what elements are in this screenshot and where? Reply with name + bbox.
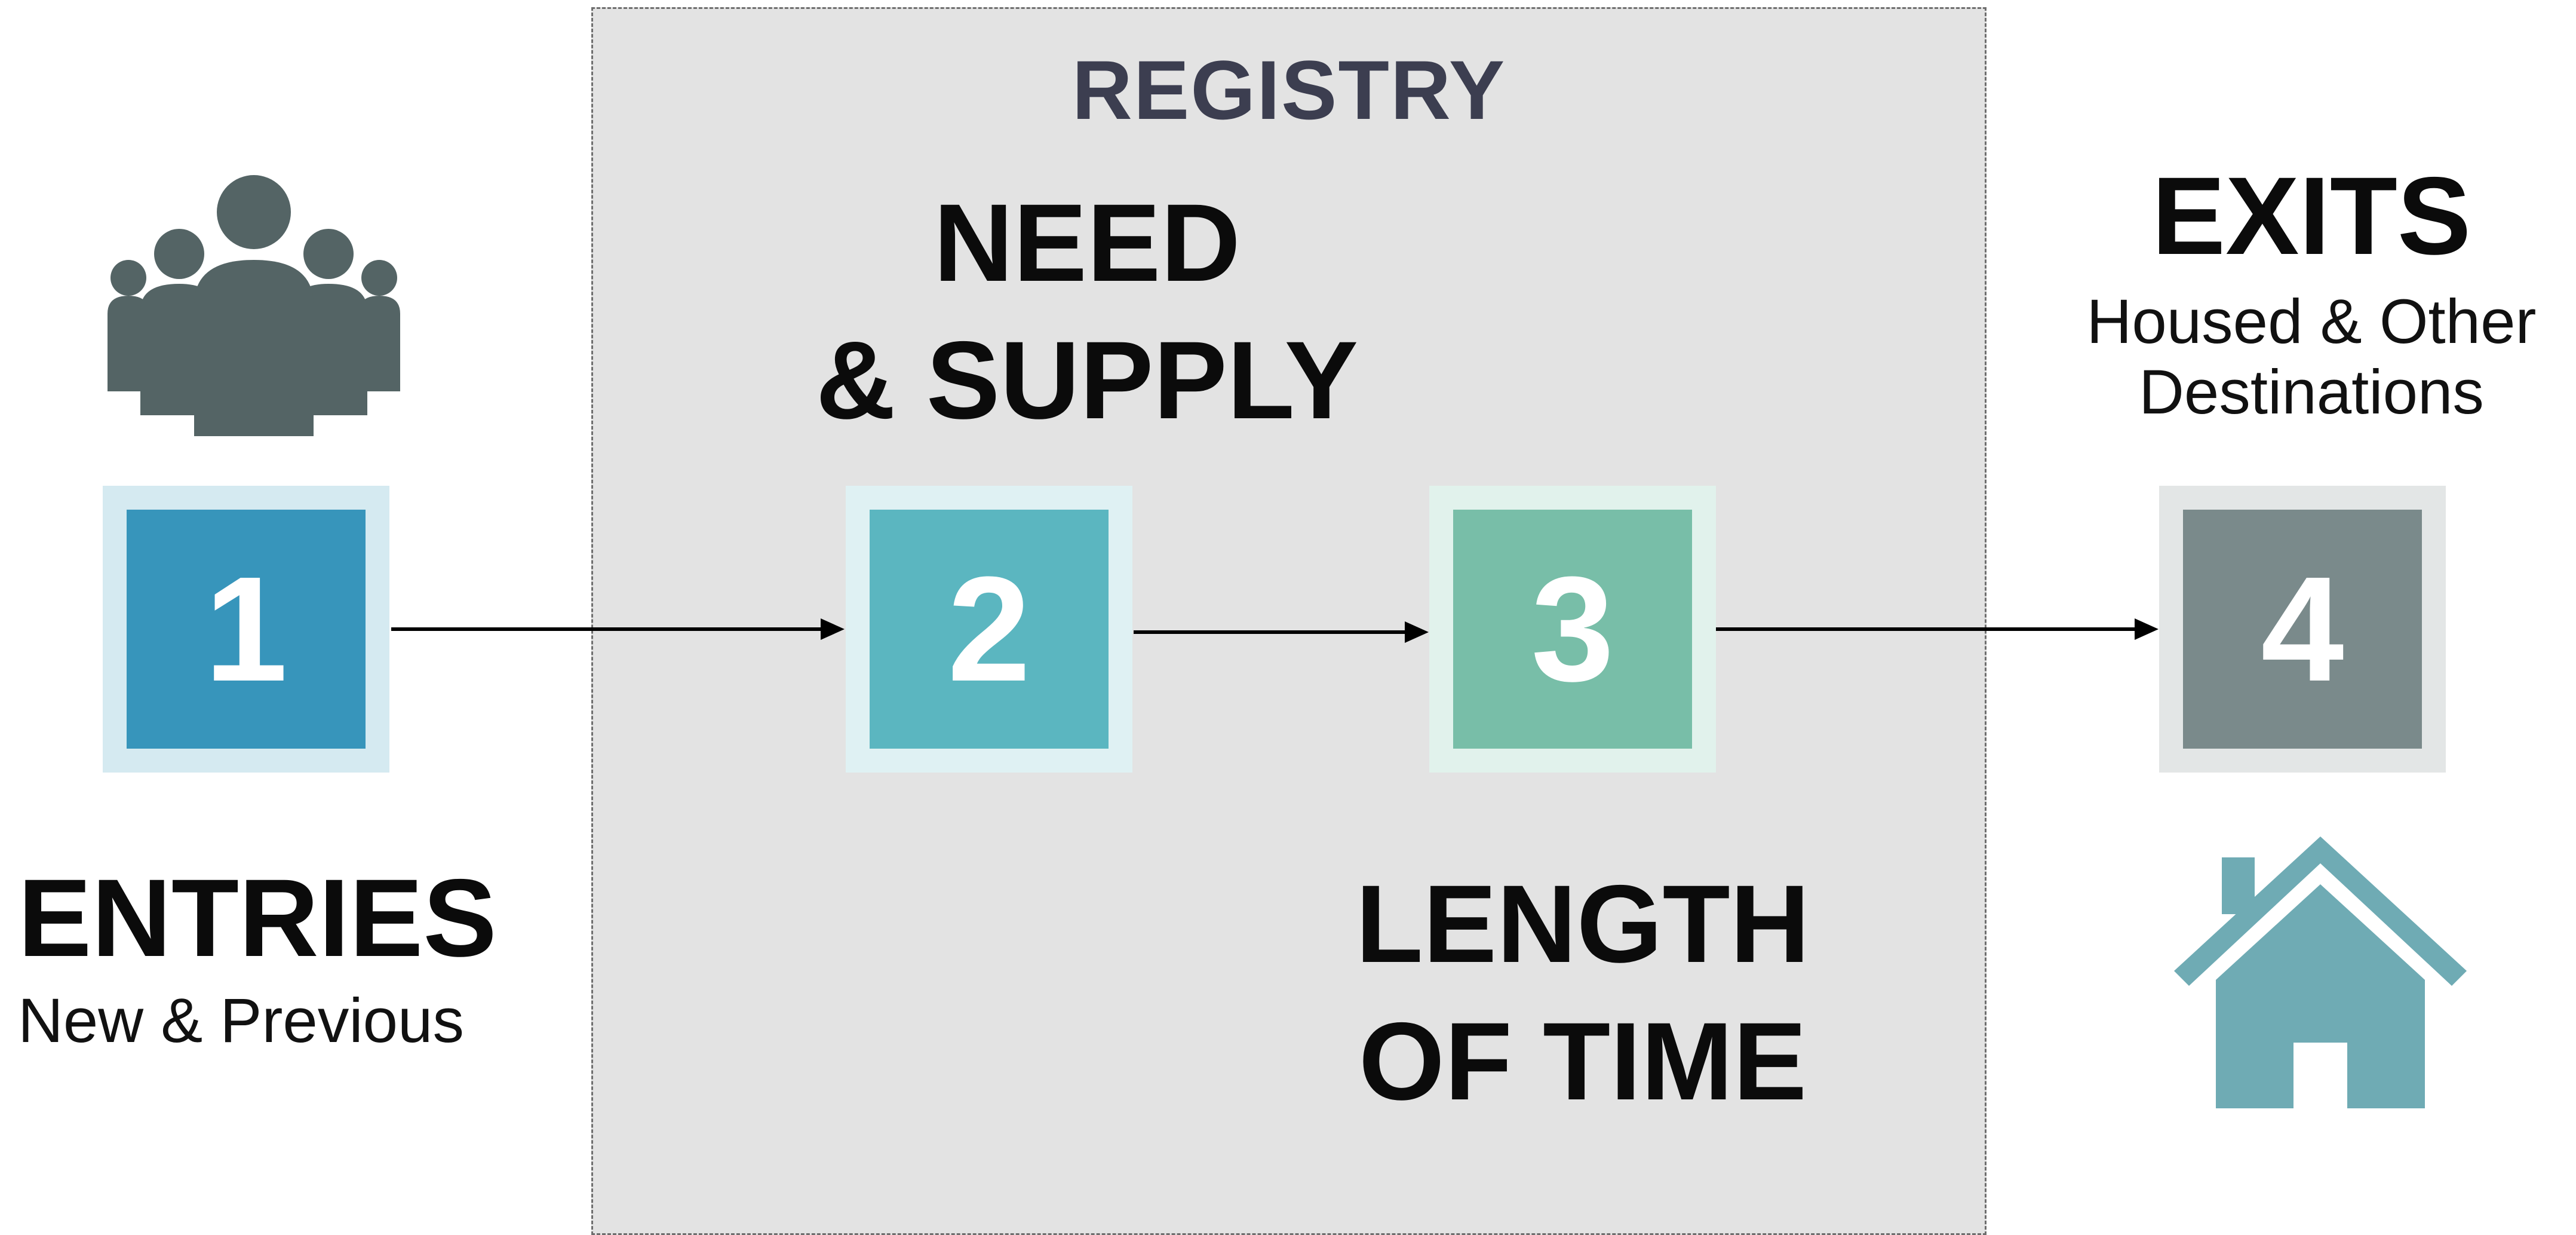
entries-subtitle: New & Previous — [18, 986, 464, 1056]
need-supply-line2: & SUPPLY — [815, 319, 1359, 442]
exits-title: EXITS — [2151, 155, 2471, 278]
arrow-3-to-4 — [1707, 618, 2159, 640]
length-of-time-line1: LENGTH — [1355, 863, 1810, 986]
step-4-tile: 4 — [2183, 510, 2422, 749]
step-2-box: 2 — [846, 486, 1132, 773]
exits-subtitle-line2: Destinations — [2139, 357, 2484, 427]
step-1-tile: 1 — [127, 510, 366, 749]
length-of-time-line2: OF TIME — [1358, 1000, 1807, 1123]
step-3-number: 3 — [1531, 546, 1614, 712]
step-3-box: 3 — [1429, 486, 1716, 773]
step-2-tile: 2 — [870, 510, 1109, 749]
need-supply-line1: NEED — [934, 182, 1241, 305]
step-1-box: 1 — [103, 486, 389, 773]
arrow-2-to-3 — [1134, 621, 1429, 643]
step-1-number: 1 — [204, 546, 288, 712]
people-group-icon — [108, 175, 400, 436]
exits-subtitle-line1: Housed & Other — [2086, 287, 2537, 357]
step-4-number: 4 — [2261, 546, 2344, 712]
step-4-box: 4 — [2159, 486, 2446, 773]
step-3-tile: 3 — [1453, 510, 1692, 749]
arrow-1-to-2 — [391, 618, 845, 640]
registry-label: REGISTRY — [1071, 43, 1506, 137]
exits-subtitle: Housed & Other Destinations — [2049, 287, 2574, 427]
house-icon — [2174, 836, 2467, 1108]
entries-title: ENTRIES — [18, 857, 497, 980]
step-2-number: 2 — [947, 546, 1031, 712]
